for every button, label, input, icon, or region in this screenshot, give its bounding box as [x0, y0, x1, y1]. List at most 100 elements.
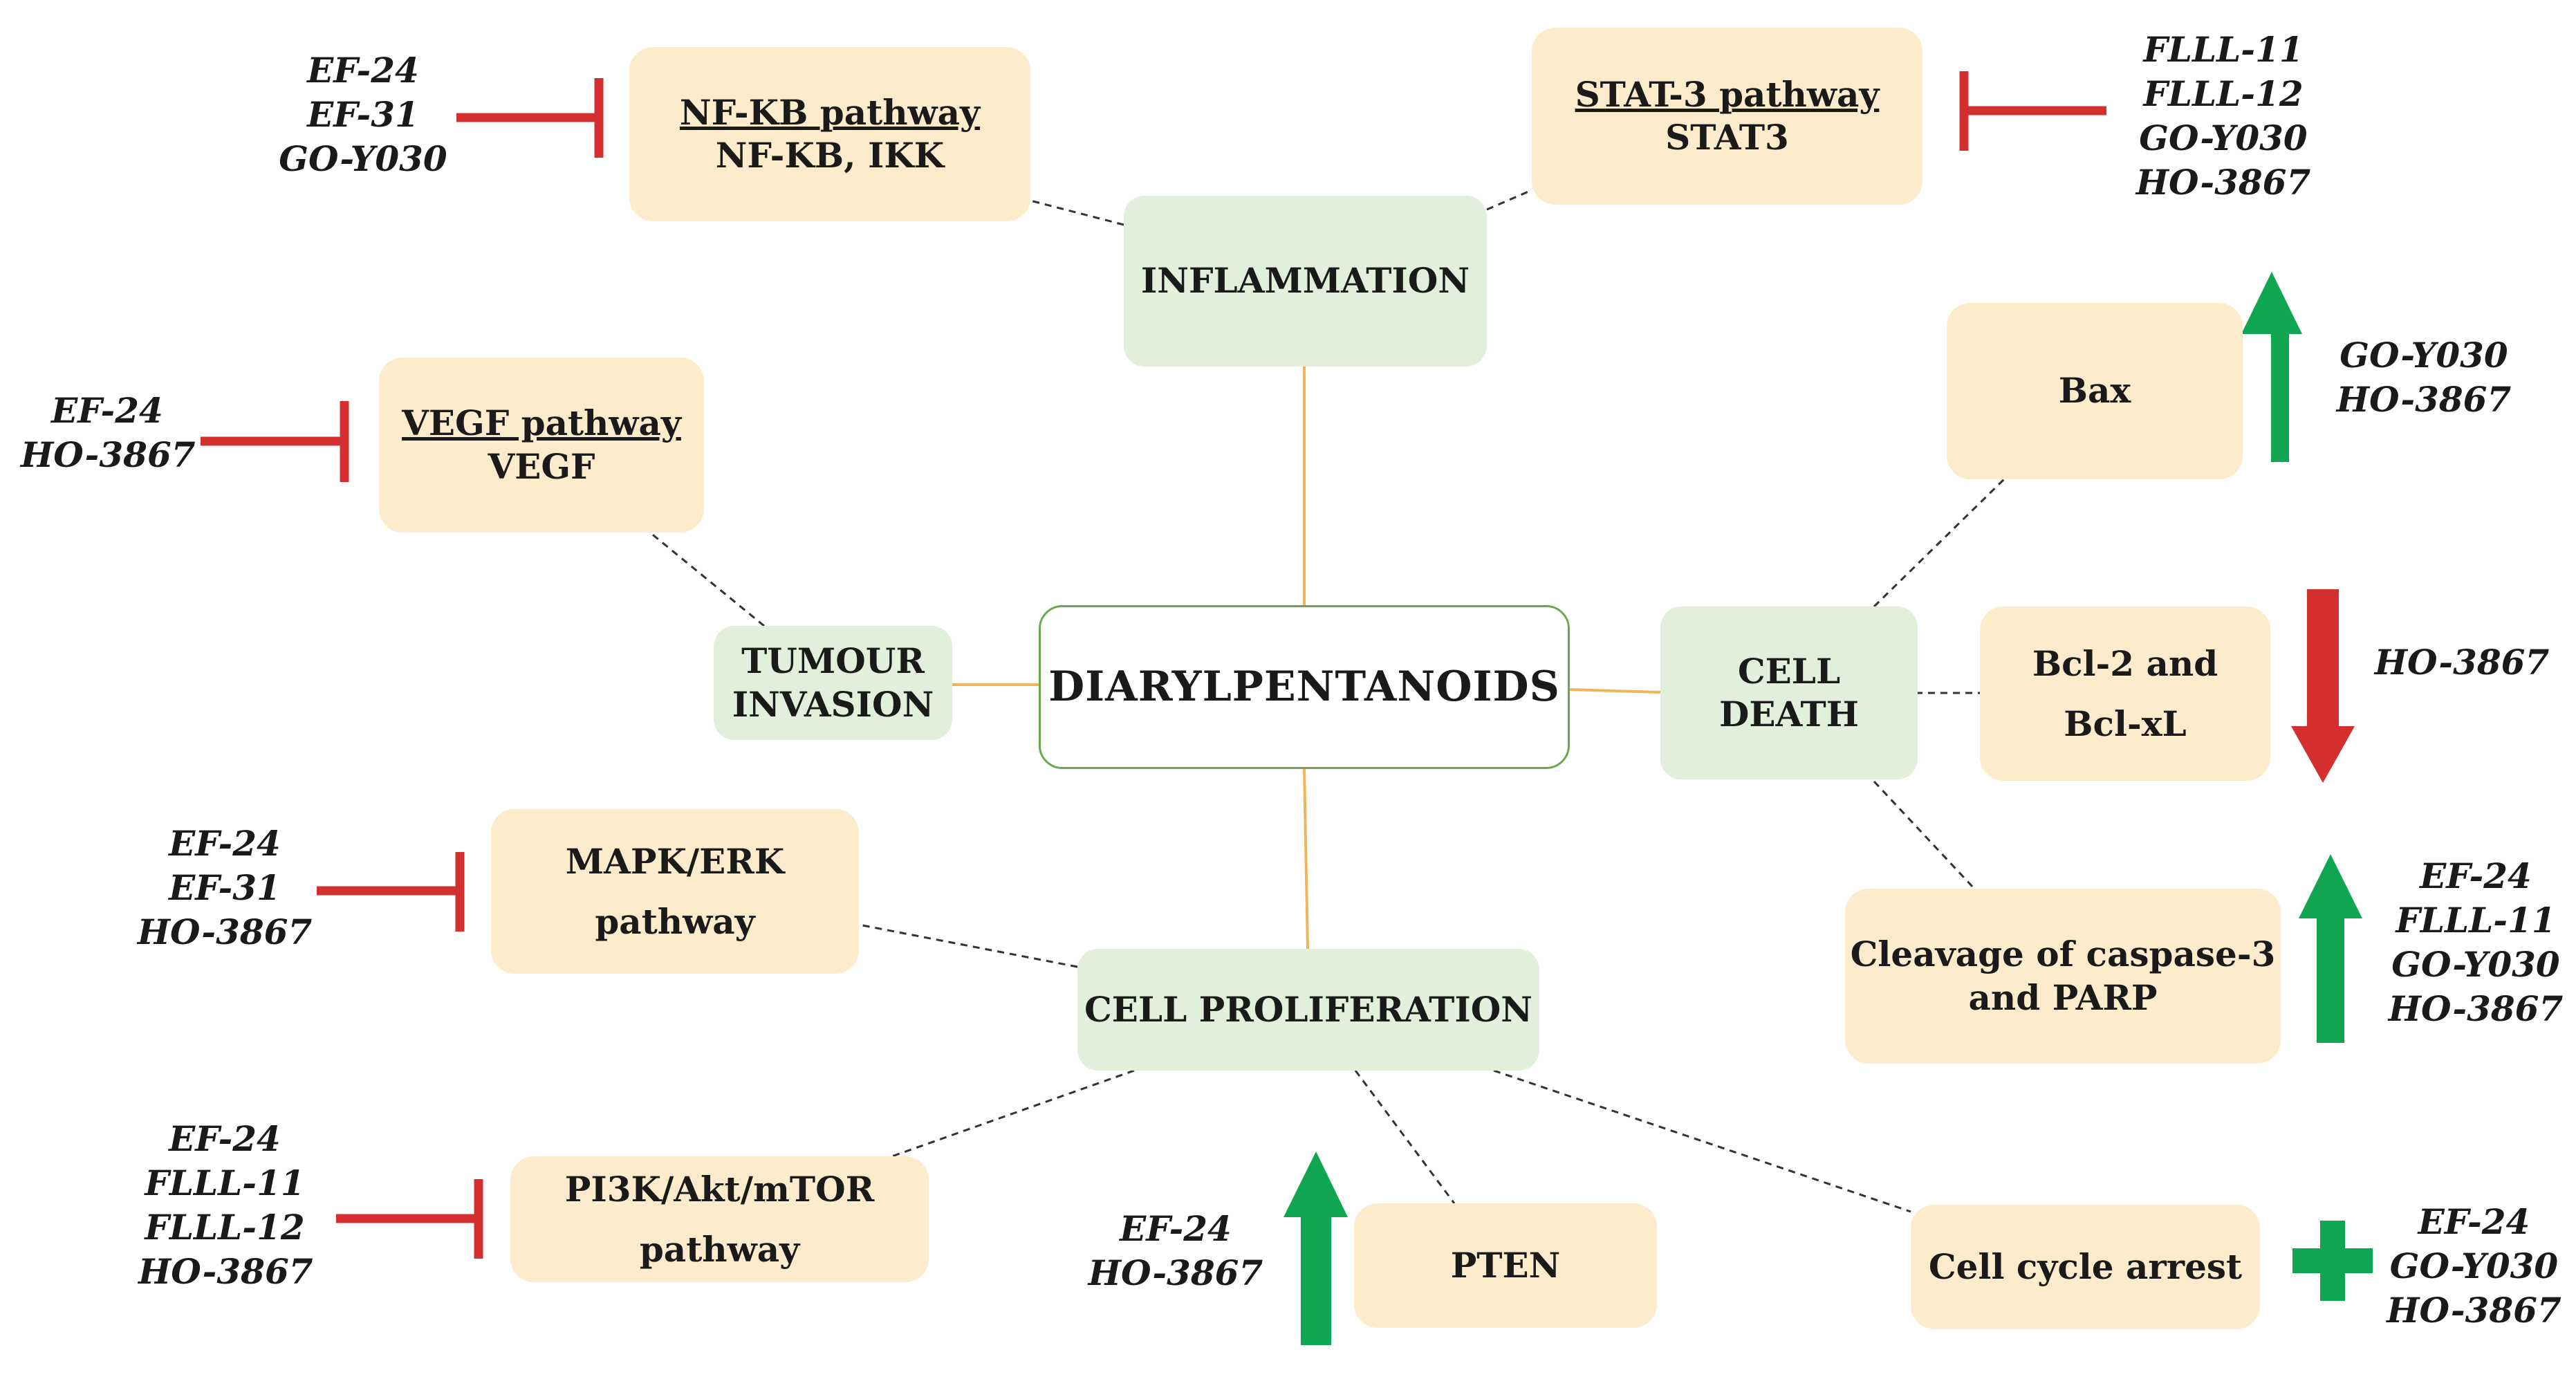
- node-caspase-cleavage: Cleavage of caspase-3 and PARP: [1845, 889, 2281, 1064]
- drug-item: HO-3867: [2387, 1290, 2561, 1331]
- node-cell-cycle-arrest: Cell cycle arrest: [1911, 1205, 2260, 1329]
- pi3k-line2: pathway: [639, 1229, 800, 1270]
- up-arrow-caspase-icon: [2299, 854, 2362, 1043]
- drug-item: EF-24: [51, 390, 163, 431]
- drug-item: HO-3867: [21, 434, 196, 475]
- connector-tumour-vegf: [649, 531, 765, 627]
- connector-proliferation-cellcycle: [1493, 1069, 1911, 1213]
- drugs-stat3: FLLL-11 FLLL-12 GO-Y030 HO-3867: [2123, 28, 2324, 205]
- drug-item: HO-3867: [2388, 988, 2564, 1029]
- tumour-invasion-line1: TUMOUR: [741, 640, 925, 681]
- plus-cellcycle-icon: [2292, 1221, 2373, 1301]
- mapk-line2: pathway: [595, 901, 755, 942]
- nfkb-title: NF-KB pathway: [679, 91, 981, 133]
- drug-item: FLLL-11: [145, 1163, 305, 1203]
- drug-item: FLLL-12: [145, 1207, 305, 1248]
- drug-item: FLLL-11: [2143, 29, 2304, 70]
- down-arrow-bcl2-icon: [2291, 589, 2355, 783]
- drug-item: HO-3867: [137, 911, 313, 952]
- drugs-vegf: EF-24 HO-3867: [21, 389, 196, 477]
- drugs-pi3k: EF-24 FLLL-11 FLLL-12 HO-3867: [138, 1117, 313, 1294]
- node-vegf-pathway: VEGF pathway VEGF: [379, 358, 704, 533]
- drug-item: GO-Y030: [2339, 335, 2508, 376]
- center-node: DIARYLPENTANOIDS: [1039, 605, 1570, 769]
- stat3-title: STAT-3 pathway: [1575, 73, 1880, 115]
- node-stat3-pathway: STAT-3 pathway STAT3: [1532, 28, 1922, 205]
- cell-death-line1: CELL: [1737, 650, 1841, 692]
- drug-item: HO-3867: [2135, 162, 2311, 203]
- inhibition-mapk-icon: [317, 852, 465, 932]
- drug-item: HO-3867: [1088, 1252, 1263, 1293]
- caspase-line2: and PARP: [1968, 977, 2158, 1018]
- node-mapk-erk: MAPK/ERK pathway: [491, 809, 859, 974]
- drugs-pten: EF-24 HO-3867: [1086, 1207, 1266, 1295]
- inhibition-stat3-icon: [1959, 71, 2106, 151]
- drug-item: HO-3867: [138, 1251, 313, 1292]
- inhibition-nfkb-icon: [456, 78, 604, 158]
- nfkb-detail: NF-KB, IKK: [715, 135, 945, 176]
- drug-item: FLLL-12: [2143, 73, 2304, 114]
- drug-item: EF-24: [169, 823, 281, 864]
- inflammation-label: INFLAMMATION: [1140, 260, 1470, 302]
- bcl2-line2: Bcl-xL: [2064, 703, 2187, 744]
- cell-death-line2: DEATH: [1719, 694, 1859, 734]
- drug-item: EF-24: [2418, 1201, 2530, 1242]
- drug-item: EF-24: [2420, 855, 2532, 896]
- tumour-invasion-line2: INVASION: [732, 683, 934, 725]
- cell-proliferation-label: CELL PROLIFERATION: [1084, 988, 1532, 1030]
- drugs-caspase: EF-24 FLLL-11 GO-Y030 HO-3867: [2379, 854, 2573, 1031]
- connector-proliferation-mapk: [858, 923, 1078, 968]
- up-arrow-bax-icon: [2241, 272, 2302, 462]
- drug-item: EF-24: [169, 1118, 281, 1159]
- connector-celldeath-caspase: [1873, 780, 1976, 890]
- drugs-cell-cycle: EF-24 GO-Y030 HO-3867: [2379, 1200, 2569, 1333]
- pi3k-line1: PI3K/Akt/mTOR: [564, 1168, 875, 1210]
- category-tumour-invasion: TUMOUR INVASION: [714, 626, 952, 740]
- stat3-detail: STAT3: [1665, 117, 1789, 158]
- drugs-bcl2: HO-3867: [2369, 640, 2555, 685]
- drug-item: HO-3867: [2374, 642, 2550, 683]
- connector-celldeath-bax: [1873, 478, 2005, 608]
- drug-item: EF-31: [307, 94, 419, 135]
- node-bax: Bax: [1947, 303, 2243, 479]
- node-pi3k-akt-mtor: PI3K/Akt/mTOR pathway: [510, 1156, 929, 1282]
- drug-item: EF-24: [1120, 1208, 1232, 1249]
- drug-item: GO-Y030: [2389, 1246, 2559, 1286]
- pten-label: PTEN: [1450, 1244, 1561, 1286]
- connector-proliferation-pten: [1354, 1070, 1456, 1204]
- caspase-line1: Cleavage of caspase-3: [1850, 934, 2276, 974]
- connector-inflammation-nfkb: [1030, 199, 1124, 226]
- inhibition-pi3k-icon: [336, 1179, 483, 1259]
- drugs-nfkb: EF-24 EF-31 GO-Y030: [277, 48, 450, 181]
- connector-center-proliferation: [1303, 768, 1309, 950]
- category-inflammation: INFLAMMATION: [1124, 196, 1487, 367]
- connector-center-celldeath: [1569, 688, 1661, 694]
- connector-proliferation-pi3k: [891, 1069, 1135, 1158]
- drug-item: GO-Y030: [2139, 118, 2308, 158]
- connector-inflammation-stat3: [1486, 189, 1532, 211]
- drug-item: HO-3867: [2336, 379, 2512, 420]
- node-bcl2: Bcl-2 and Bcl-xL: [1980, 607, 2270, 781]
- cell-cycle-label: Cell cycle arrest: [1928, 1246, 2243, 1287]
- drug-item: EF-31: [169, 867, 281, 908]
- mapk-line1: MAPK/ERK: [565, 840, 785, 882]
- drugs-mapk: EF-24 EF-31 HO-3867: [135, 822, 315, 954]
- vegf-title: VEGF pathway: [402, 402, 681, 443]
- drugs-bax: GO-Y030 HO-3867: [2324, 333, 2524, 422]
- node-nfkb-pathway: NF-KB pathway NF-KB, IKK: [629, 47, 1030, 221]
- inhibition-vegf-icon: [201, 401, 349, 482]
- drug-item: GO-Y030: [279, 138, 447, 179]
- category-cell-death: CELL DEATH: [1660, 607, 1918, 779]
- drug-item: EF-24: [307, 50, 419, 91]
- vegf-detail: VEGF: [488, 445, 595, 487]
- drug-item: FLLL-11: [2396, 900, 2556, 941]
- category-cell-proliferation: CELL PROLIFERATION: [1077, 949, 1539, 1071]
- up-arrow-pten-icon: [1284, 1151, 1348, 1345]
- drug-item: GO-Y030: [2391, 944, 2560, 985]
- center-label: DIARYLPENTANOIDS: [1048, 663, 1560, 711]
- bax-label: Bax: [2058, 370, 2131, 411]
- bcl2-line1: Bcl-2 and: [2032, 642, 2218, 684]
- node-pten: PTEN: [1354, 1203, 1657, 1328]
